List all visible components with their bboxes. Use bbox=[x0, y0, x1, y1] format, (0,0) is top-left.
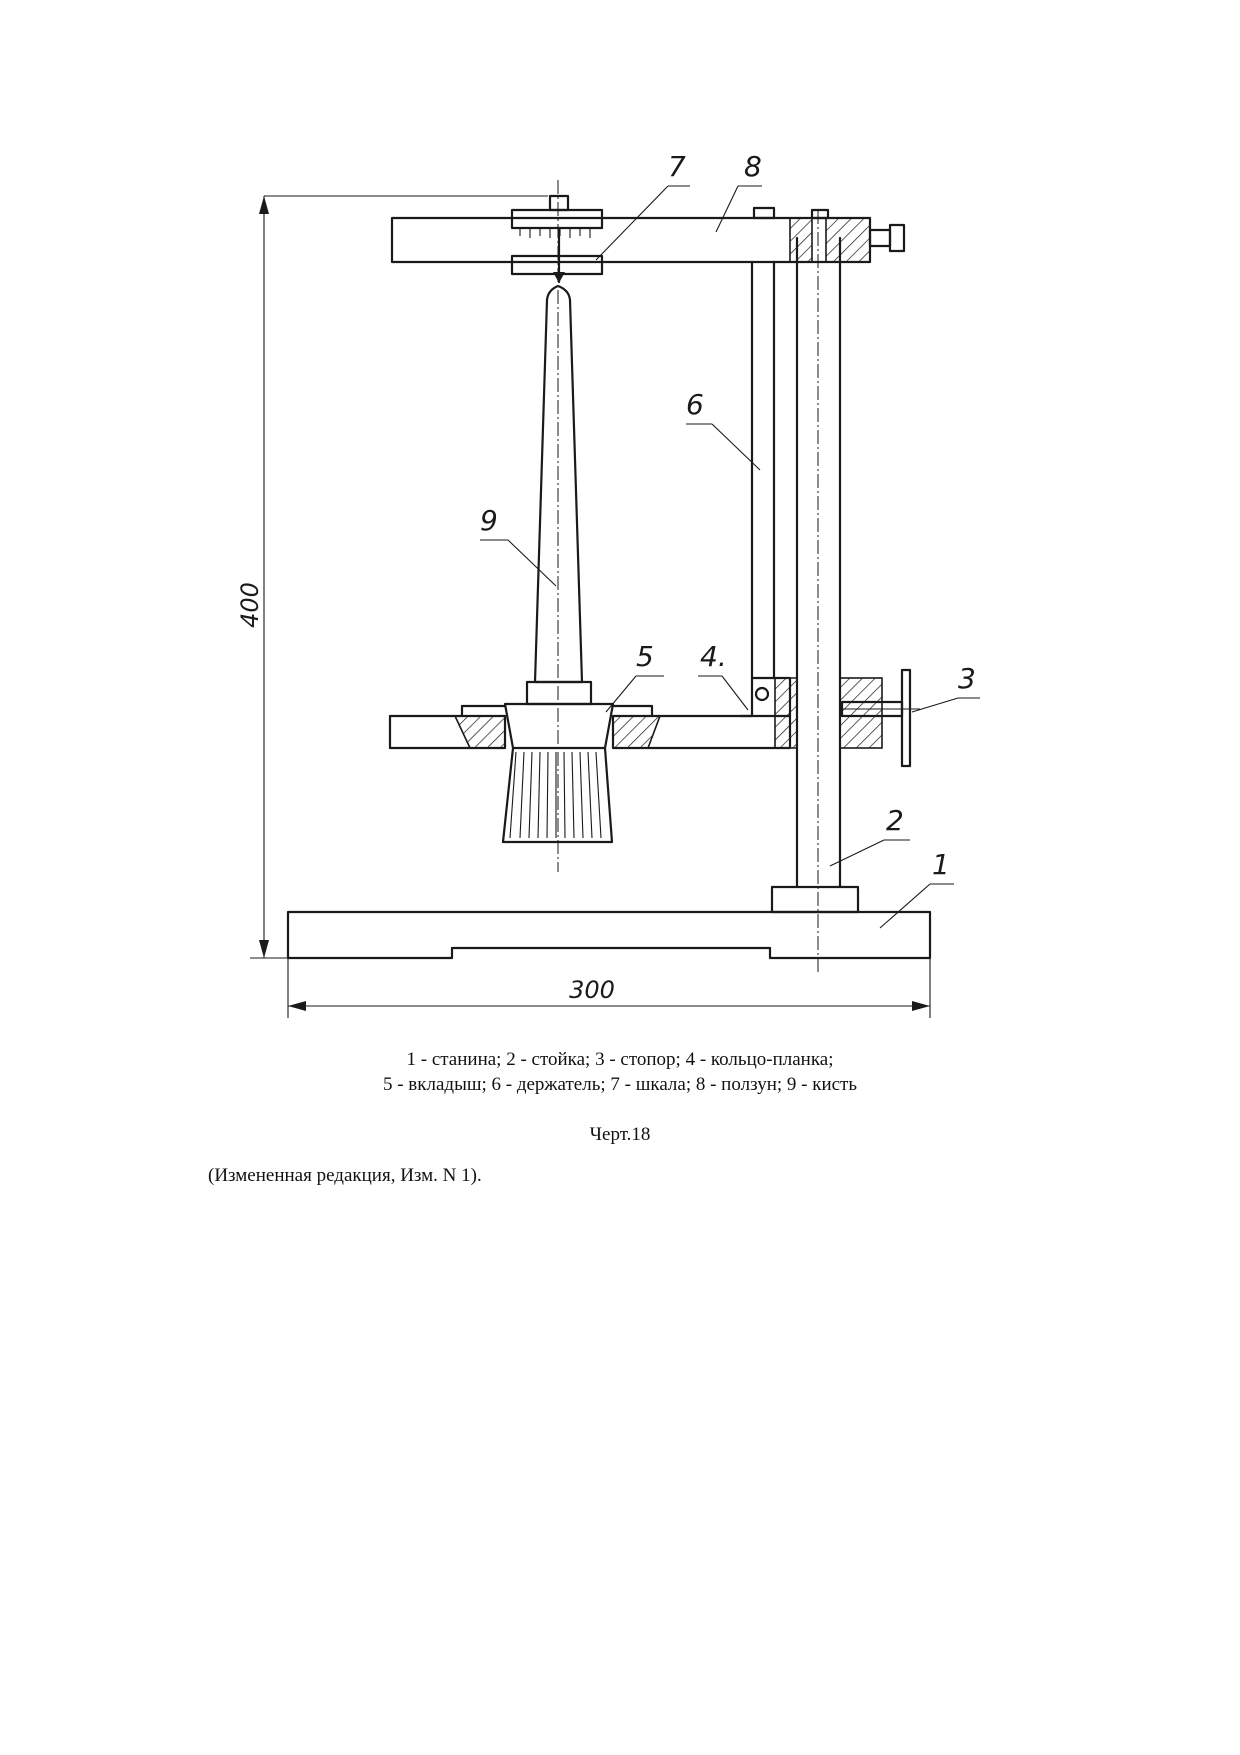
callout-3: 3 bbox=[958, 662, 976, 695]
callout-7: 8 bbox=[744, 150, 762, 183]
stopper bbox=[839, 668, 920, 768]
callout-6: 6 bbox=[686, 388, 704, 421]
technical-drawing: 400 300 7 8 6 9 5 4. bbox=[236, 150, 980, 1018]
legend: 1 - станина; 2 - стойка; 3 - стопор; 4 -… bbox=[0, 1047, 1240, 1097]
callout-1: 1 bbox=[932, 848, 950, 881]
dimension-height: 400 bbox=[236, 195, 548, 959]
callout-5: 5 bbox=[636, 640, 654, 673]
figure-title: Черт.18 bbox=[589, 1124, 651, 1145]
top-bar bbox=[390, 206, 906, 264]
slider bbox=[510, 194, 604, 284]
dimension-width-value: 300 bbox=[569, 976, 615, 1004]
legend-line-1: 1 - станина; 2 - стойка; 3 - стопор; 4 -… bbox=[406, 1049, 834, 1070]
dimension-height-value: 400 bbox=[236, 582, 264, 628]
ring-plate bbox=[388, 676, 798, 750]
column-foot bbox=[770, 885, 860, 914]
legend-line-2: 5 - вкладыш; 6 - держатель; 7 - шкала; 8… bbox=[382, 1074, 858, 1095]
callout-2: 2 bbox=[886, 804, 904, 837]
base-frame bbox=[286, 910, 932, 960]
dimension-width: 300 bbox=[287, 958, 931, 1018]
callout-8: 7 bbox=[668, 150, 686, 183]
brush bbox=[501, 284, 615, 844]
revision-note: (Измененная редакция, Изм. N 1). bbox=[208, 1165, 482, 1186]
callout-4: 4. bbox=[700, 640, 727, 673]
holder bbox=[750, 260, 776, 680]
callouts: 7 8 6 9 5 4. 3 2 1 bbox=[480, 150, 980, 929]
callout-9: 9 bbox=[480, 504, 498, 537]
column bbox=[795, 210, 842, 972]
